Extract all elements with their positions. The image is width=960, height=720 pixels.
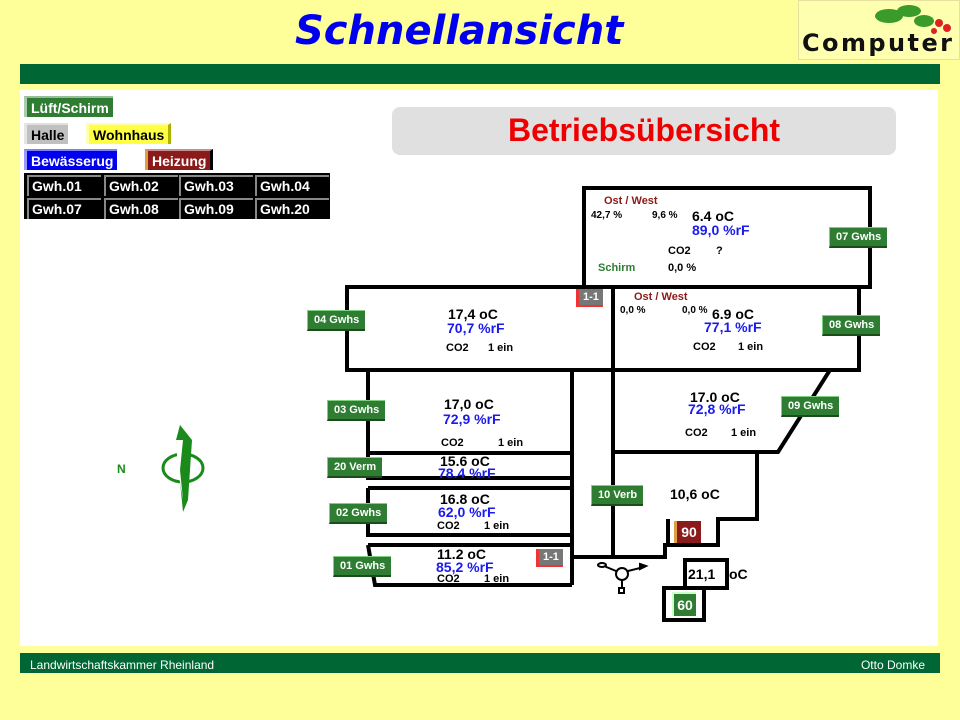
lueft-schirm-button[interactable]: Lüft/Schirm	[24, 96, 113, 117]
gwh-02-button[interactable]: Gwh.02	[104, 175, 178, 196]
compass-icon	[161, 425, 205, 512]
g08-temperature: 6.9 oC	[712, 306, 755, 322]
svg-text:Computer: Computer	[802, 29, 952, 57]
v20-humidity: 78.4 %rF	[438, 465, 496, 481]
g09-humidity: 72,8 %rF	[688, 401, 746, 417]
g07-west-value: 9,6 %	[652, 210, 678, 221]
heizung-button[interactable]: Heizung	[145, 149, 214, 170]
outside-temperature-unit: oC	[729, 566, 748, 582]
g03-temperature: 17,0 oC	[444, 396, 494, 412]
v10-temperature: 10,6 oC	[670, 486, 720, 502]
page-title: Schnellansicht	[295, 8, 624, 54]
g02-humidity: 62,0 %rF	[438, 504, 496, 520]
g08-west-value: 0,0 %	[682, 305, 708, 316]
v20-button[interactable]: 20 Verm	[327, 457, 383, 478]
outside-temperature: 21,1	[688, 566, 716, 582]
wohnhaus-button[interactable]: Wohnhaus	[86, 123, 172, 144]
g08-co2-value: 1 ein	[738, 341, 764, 353]
g01-button[interactable]: 01 Gwhs	[333, 556, 392, 577]
bewaesserung-button[interactable]: Bewässerug	[24, 149, 118, 170]
g07-humidity: 89,0 %rF	[692, 222, 750, 238]
g01-co2-value: 1 ein	[484, 573, 510, 585]
g01-humidity: 85,2 %rF	[436, 559, 494, 575]
footer-organization: Landwirtschaftskammer Rheinland	[30, 658, 215, 672]
g03-co2-value: 1 ein	[498, 437, 524, 449]
plant-logo-icon: Computer	[802, 5, 952, 57]
greenhouse-grid: Gwh.01 Gwh.02 Gwh.03 Gwh.04 Gwh.07 Gwh.0…	[24, 173, 330, 219]
g04-status-badge: 1-1	[576, 289, 603, 307]
g02-co2-value: 1 ein	[484, 520, 510, 532]
g02-button[interactable]: 02 Gwhs	[329, 503, 388, 524]
overview-heading: Betriebsübersicht	[392, 107, 896, 155]
g09-co2-value: 1 ein	[731, 427, 757, 439]
g08-ost-west: Ost / West	[634, 291, 688, 303]
north-label: N	[117, 462, 126, 476]
g08-humidity: 77,1 %rF	[704, 319, 762, 335]
g07-schirm-value: 0,0 %	[668, 262, 697, 274]
g07-co2-value: ?	[716, 245, 723, 257]
g04-temperature: 17,4 oC	[448, 306, 498, 322]
top-bar	[20, 64, 940, 84]
g07-button[interactable]: 07 Gwhs	[829, 227, 888, 248]
gwh-08-button[interactable]: Gwh.08	[104, 198, 178, 219]
gwh-07-button[interactable]: Gwh.07	[27, 198, 101, 219]
g04-button[interactable]: 04 Gwhs	[307, 310, 366, 331]
g01-status-badge: 1-1	[536, 549, 563, 567]
fan-icon	[597, 562, 649, 594]
g08-co2-label: CO2	[693, 341, 716, 353]
footer-author: Otto Domke	[860, 658, 925, 672]
g04-co2-label: CO2	[446, 342, 469, 354]
g07-ost-west: Ost / West	[604, 195, 658, 207]
g01-temperature: 11.2 oC	[437, 546, 487, 562]
g02-co2-label: CO2	[437, 520, 460, 532]
outside-value[interactable]: 60	[672, 592, 696, 616]
gwh-03-button[interactable]: Gwh.03	[179, 175, 253, 196]
v20-temperature: 15.6 oC	[440, 453, 490, 469]
g03-button[interactable]: 03 Gwhs	[327, 400, 386, 421]
computer-logo: Computer	[798, 0, 960, 60]
g08-button[interactable]: 08 Gwhs	[822, 315, 881, 336]
g07-schirm-label: Schirm	[598, 262, 636, 274]
gwh-20-button[interactable]: Gwh.20	[255, 198, 329, 219]
g01-co2-label: CO2	[437, 573, 460, 585]
g04-co2-value: 1 ein	[488, 342, 514, 354]
g09-co2-label: CO2	[685, 427, 708, 439]
g03-humidity: 72,9 %rF	[443, 411, 501, 427]
gwh-09-button[interactable]: Gwh.09	[179, 198, 253, 219]
gwh-01-button[interactable]: Gwh.01	[27, 175, 101, 196]
heating-value[interactable]: 90	[674, 521, 701, 543]
g07-ost-value: 42,7 %	[591, 210, 623, 221]
g02-temperature: 16.8 oC	[440, 491, 490, 507]
g08-ost-value: 0,0 %	[620, 305, 646, 316]
g03-co2-label: CO2	[441, 437, 464, 449]
g09-temperature: 17.0 oC	[690, 389, 740, 405]
g07-co2-label: CO2	[668, 245, 691, 257]
g07-temperature: 6.4 oC	[692, 208, 735, 224]
gwh-04-button[interactable]: Gwh.04	[255, 175, 329, 196]
g09-button[interactable]: 09 Gwhs	[781, 396, 840, 417]
halle-button[interactable]: Halle	[24, 123, 69, 144]
v10-button[interactable]: 10 Verb	[591, 485, 644, 506]
g04-humidity: 70,7 %rF	[447, 320, 505, 336]
footer-bar: Landwirtschaftskammer Rheinland Otto Dom…	[20, 653, 940, 673]
